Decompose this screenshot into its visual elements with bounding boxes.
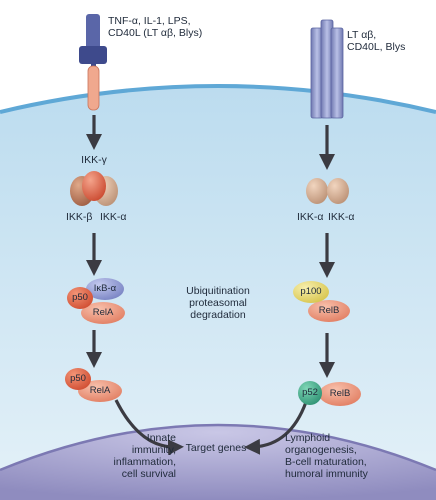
left-ikk-complex <box>70 171 118 206</box>
left-receptor <box>79 14 107 111</box>
right-ligands-label: LT αβ, CD40L, Blys <box>347 29 406 53</box>
p100-label: p100 <box>300 286 322 297</box>
nucleus <box>0 425 436 500</box>
relb-top-label: RelB <box>318 305 340 316</box>
right-top-nfkb-complex <box>293 281 350 322</box>
rela-top-label: RelA <box>92 307 114 318</box>
rela-bottom-label: RelA <box>89 385 111 396</box>
right-ikk-complex <box>306 178 349 204</box>
relb-bottom-label: RelB <box>329 388 351 399</box>
left-bottom-nfkb-complex <box>65 368 122 402</box>
right-ikk-alpha-label-1: IKK-α <box>297 211 324 223</box>
left-ligands-label: TNF-α, IL-1, LPS, CD40L (LT αβ, Blys) <box>108 15 203 39</box>
nuclear-membrane <box>0 423 436 472</box>
p52-label: p52 <box>302 387 318 398</box>
right-ikk-alpha-label-2: IKK-α <box>328 211 355 223</box>
left-top-nfkb-complex <box>67 278 125 324</box>
ikb-alpha-label: IκB-α <box>93 283 117 294</box>
degradation-label: Ubiquitination proteasomal degradation <box>186 285 250 321</box>
left-ikk-gamma-label: IKK-γ <box>81 154 107 166</box>
p50-bottom-label: p50 <box>70 373 86 384</box>
right-bottom-nfkb-complex <box>298 381 361 406</box>
cell-membrane <box>0 84 436 114</box>
target-genes-label: Target genes <box>185 442 247 454</box>
left-ikk-alpha-label: IKK-α <box>100 211 127 223</box>
signal-arrows <box>86 115 335 456</box>
left-ikk-beta-label: IKK-β <box>66 211 93 223</box>
p50-top-label: p50 <box>72 292 88 303</box>
right-outcomes-label: Lymphoid organogenesis, B-cell maturatio… <box>285 432 368 480</box>
right-receptor <box>310 19 344 119</box>
left-outcomes-label: Innate immunity, inflammation, cell surv… <box>113 432 176 480</box>
